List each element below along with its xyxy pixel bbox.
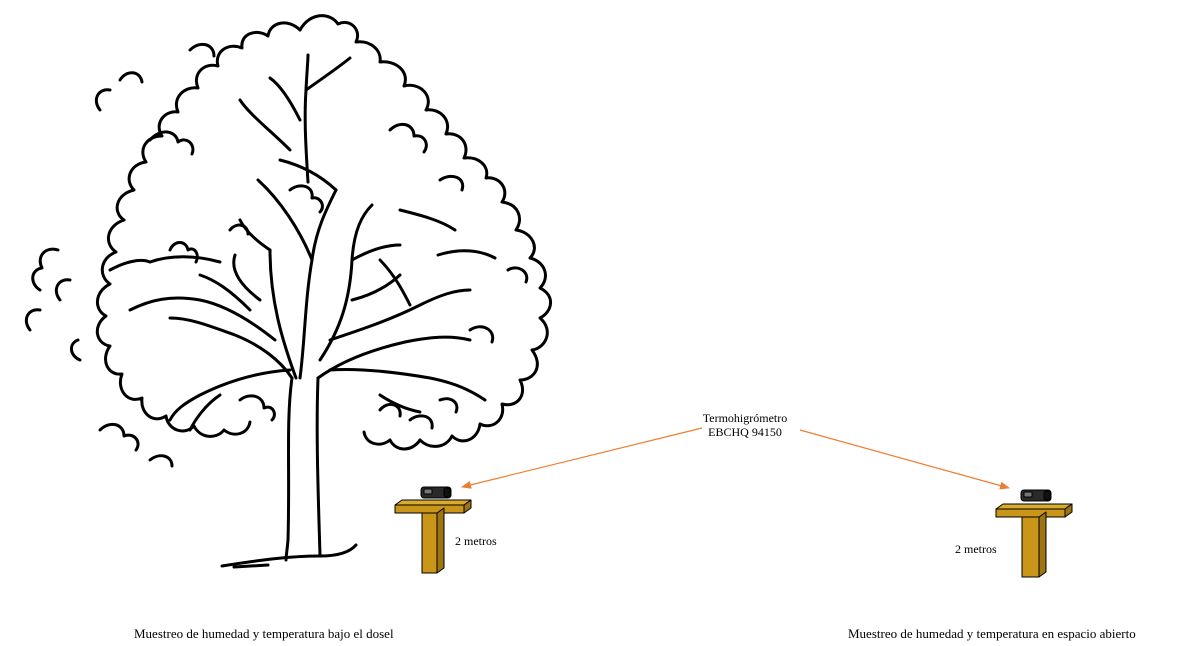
sensor-label-line1: Termohigrómetro [702,411,788,425]
sensor-right-icon [1020,489,1052,502]
stand-left-height-label: 2 metros [455,534,497,548]
tree-branch [278,158,338,192]
stand-right-post [1021,516,1040,578]
tree-branch [238,98,292,152]
tree-trunk-right [315,376,322,557]
tree-branch [238,218,272,252]
tree-branch [128,296,277,342]
tree-branch [378,258,412,307]
tree-branch [350,273,402,302]
stand-right-height-label: 2 metros [955,542,997,556]
stand-right-board-face [995,508,1066,518]
tree-branch [268,76,302,122]
tree-branch [268,248,298,380]
tree-branch [298,188,338,380]
tree-branch [232,253,262,302]
tree-branch [168,368,292,422]
sensor-label: Termohigrómetro EBCHQ 94150 [690,411,800,439]
stand-right-top [995,503,1073,510]
tree-branch [328,288,472,342]
tree-trunk-left [284,376,294,562]
tree-branch [398,208,457,232]
sensor-left-icon [420,486,452,499]
tree-branch [350,243,402,262]
tree-ground-line [220,543,358,568]
tree-branch [436,249,497,260]
tree-branch [303,53,310,184]
tree-canopy-outline [298,14,552,451]
tree-branch [198,273,252,312]
arrow-to-right-sensor [799,429,1010,490]
sensor-label-line2: EBCHQ 94150 [708,425,782,439]
tree-branch [168,316,294,380]
stand-left [394,486,472,574]
stand-left-board-face [394,504,465,514]
tree-branch [304,56,352,92]
tree-branch [108,258,152,272]
stand-left-top [394,499,472,506]
tree-branch [316,335,472,380]
arrow-to-left-sensor [461,427,703,489]
tree-branch [328,367,487,402]
tree-branch [256,178,314,262]
tree-branch [148,255,222,264]
caption-open-space: Muestreo de humedad y temperatura en esp… [848,626,1136,641]
tree-illustration [24,14,552,569]
tree-branch [318,203,374,362]
tree-branch [378,393,422,414]
caption-under-canopy: Muestreo de humedad y temperatura bajo e… [134,626,394,641]
stand-left-post [421,512,438,574]
stand-right [995,489,1073,578]
